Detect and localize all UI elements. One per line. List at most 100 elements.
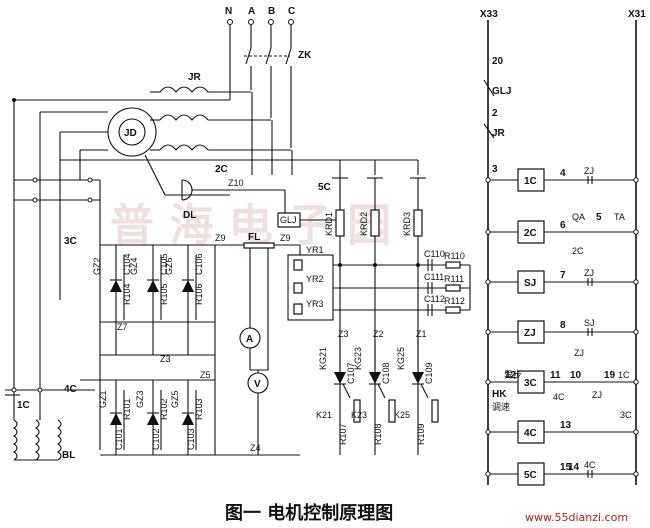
z3-label: Z3 — [160, 354, 171, 364]
thyristor-label: KG23 — [353, 347, 363, 370]
z-node-label: Z2 — [373, 329, 384, 339]
res-top-label: R104 — [122, 283, 132, 305]
contact-4c: 4C — [553, 392, 565, 402]
rectifier-bottom: Z3 Z5 Z4 — [80, 354, 300, 456]
wire-number: 6 — [560, 220, 566, 231]
site-watermark: www.55dianzi.com — [525, 511, 628, 524]
krd-label: KRD2 — [359, 212, 369, 236]
right-rail-label: X31 — [628, 9, 646, 20]
thyristor-symbol — [412, 372, 424, 384]
ladder-diagram: X33 X31 20 GLJ 2 JR 3 — [480, 9, 646, 485]
z9a-label: Z9 — [215, 233, 226, 243]
rc-res-label: R110 — [444, 251, 465, 261]
coil-label: SJ — [524, 278, 536, 289]
krd-relays: KRD1 KRD2 KRD3 — [324, 209, 423, 370]
low-resistor — [431, 399, 439, 423]
fl-label: FL — [248, 232, 260, 243]
low-cap-label: C107 — [346, 362, 356, 384]
n2-label: 2 — [492, 108, 498, 119]
glj-ladder-label: GLJ — [492, 86, 511, 97]
transformer-bl: 1C 4C BL — [5, 384, 95, 461]
res-top-label: R105 — [159, 283, 169, 305]
ta-label: TA — [614, 212, 625, 222]
contactor-3c: 3C — [14, 177, 101, 450]
jr-label: JR — [188, 72, 202, 83]
z10-label: Z10 — [228, 178, 244, 188]
thyristor-label: KG21 — [318, 347, 328, 370]
phase-n-label: N — [225, 6, 232, 17]
w12-label: 12 — [505, 370, 517, 381]
wire-number-2: 10 — [570, 370, 582, 381]
rc-res-label: R111 — [444, 274, 464, 284]
thermal-relay-jr: JR — [150, 72, 291, 151]
rc-cap-label: C111 — [424, 272, 444, 282]
zk-label: ZK — [298, 50, 312, 61]
diode-top-label: GZ2 — [92, 257, 102, 275]
coil-label: ZJ — [524, 328, 536, 339]
rc-resistor — [445, 284, 461, 292]
res-top-label: R106 — [194, 283, 204, 305]
low-res-label: R107 — [338, 423, 348, 445]
wire-number-2: 14 — [568, 462, 580, 473]
krd-label: KRD3 — [402, 212, 412, 236]
bl-label: BL — [62, 450, 75, 461]
low-res-label: R109 — [416, 423, 426, 445]
coil-label: 2C — [524, 228, 537, 239]
n3-label: 3 — [492, 164, 498, 175]
coil-label: 5C — [524, 470, 537, 481]
res-bottom-label: R103 — [194, 398, 204, 420]
contact-label: SJ — [584, 318, 595, 328]
qa-label: QA — [572, 212, 585, 222]
cap-bottom-label: C101 — [114, 428, 124, 450]
contact-label: 4C — [584, 460, 596, 470]
contact-3c: 3C — [620, 410, 632, 420]
wire-number: 11 — [550, 370, 561, 381]
contact-label: ZJ — [584, 166, 594, 176]
res-bottom-label: R102 — [159, 398, 169, 420]
yr2-label: YR2 — [306, 274, 324, 284]
diode-top — [182, 280, 194, 292]
coil-label: 4C — [524, 428, 537, 439]
krd-label: KRD1 — [324, 212, 334, 236]
shunt-fl: FL Z9 A V — [214, 232, 300, 455]
diode-bottom — [147, 413, 159, 425]
rc-resistor — [445, 306, 461, 314]
gate-label: K21 — [316, 410, 332, 420]
diode-bottom-label: GZ5 — [170, 390, 180, 408]
cap-top-label: C104 — [122, 253, 132, 275]
5c-label: 5C — [318, 182, 331, 193]
wire-number: 8 — [560, 320, 566, 331]
contact-zj: ZJ — [592, 390, 602, 400]
rc-cap-label: C110 — [424, 249, 445, 259]
z4-label: Z4 — [250, 443, 261, 453]
z5-label: Z5 — [200, 370, 211, 380]
diagram-title: 图一 电机控制原理图 — [225, 502, 393, 524]
z9b-label: Z9 — [280, 233, 291, 243]
low-cap-label: C108 — [381, 362, 391, 384]
diode-bottom-label: GZ1 — [98, 390, 108, 408]
switch-label-hk: HK — [492, 389, 507, 400]
diode-bottom-label: GZ3 — [135, 390, 145, 408]
gate-label: K25 — [394, 410, 410, 420]
wire-number: 7 — [560, 270, 566, 281]
phase-a-label: A — [248, 6, 255, 17]
thyristor-symbol — [334, 372, 346, 384]
res-bottom-label: R101 — [122, 398, 132, 420]
rc-cap-label: C112 — [424, 294, 445, 304]
contact-1c: 1C — [618, 370, 630, 380]
jr-ladder-label: JR — [492, 128, 506, 139]
low-res-label: R108 — [373, 423, 383, 445]
wire-number: 4 — [560, 168, 566, 179]
diode-top — [110, 280, 122, 292]
aux-label: 2C — [572, 246, 584, 256]
yr3-label: YR3 — [306, 299, 324, 309]
voltmeter-label: V — [254, 379, 261, 390]
low-resistor — [353, 399, 361, 423]
left-rail-label: X33 — [480, 9, 498, 20]
low-cap-label: C109 — [424, 362, 434, 384]
diode-top-label: GZ6 — [164, 257, 174, 275]
